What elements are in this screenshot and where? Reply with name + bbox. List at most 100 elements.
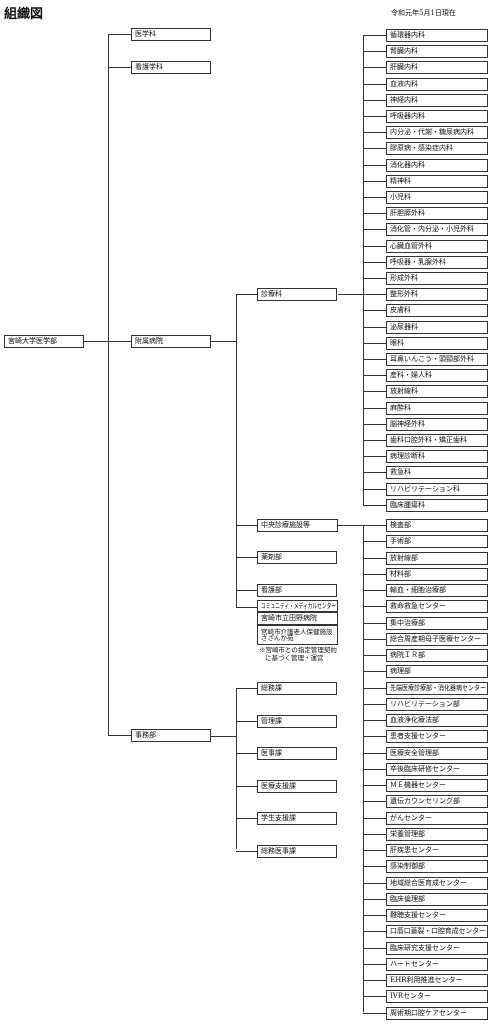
- connector-line: [236, 818, 257, 820]
- clinical-dept-box-17: 皮膚科: [386, 304, 488, 318]
- connector-line: [108, 67, 131, 68]
- central-facility-box-17: 遺伝カウンセリング部: [386, 795, 488, 809]
- clinical-dept-box-12: 消化管・内分泌・小児外科: [386, 223, 488, 237]
- hospital-branch-box-1-label: 中央診療施設等: [261, 521, 310, 529]
- clinical-dept-box-12-label: 消化管・内分泌・小児外科: [390, 225, 474, 234]
- central-facility-box-9: 病理部: [386, 665, 488, 679]
- admin-section-box-2-label: 医事課: [261, 749, 282, 758]
- clinical-dept-box-16-label: 整形外科: [390, 290, 418, 299]
- central-facility-box-28-label: EHR利用推進センター: [390, 976, 463, 984]
- admin-section-box-1: 管理課: [257, 714, 337, 728]
- connector-line: [363, 882, 386, 884]
- clinical-dept-box-6: 内分泌・代謝・糖尿病内科: [386, 126, 488, 140]
- central-facility-box-10-label: 先端医療診療部・消化器病センター: [390, 683, 486, 692]
- central-facility-box-12-label: 血液浄化療法部: [390, 716, 439, 724]
- central-facility-box-2-label: 放射線部: [390, 553, 418, 562]
- connector-line: [363, 375, 386, 377]
- connector-line: [363, 310, 386, 312]
- clinical-dept-box-7-label: 膠原病・感染症内科: [390, 144, 453, 153]
- connector-line: [363, 180, 386, 182]
- central-facility-box-8: 病院ＩＲ部: [386, 649, 488, 662]
- connector-line: [236, 607, 257, 608]
- clinical-dept-box-16: 整形外科: [386, 288, 488, 302]
- clinical-dept-box-14: 呼吸器・乳腺外科: [386, 255, 488, 269]
- connector-line: [363, 638, 386, 640]
- clinical-dept-box-1-label: 腎臓内科: [390, 47, 418, 56]
- connector-line: [363, 736, 386, 738]
- clinical-dept-box-6-label: 内分泌・代謝・糖尿病内科: [390, 128, 474, 137]
- care-facility-line-0: 宮崎市介護老人保健施設: [261, 627, 333, 636]
- clinical-dept-box-10-label: 小児科: [390, 193, 411, 201]
- connector-line: [363, 294, 386, 296]
- connector-line: [363, 703, 386, 705]
- admin-section-box-0-label: 総務課: [261, 684, 282, 692]
- clinical-dept-box-21: 産科・婦人科: [386, 369, 488, 383]
- admin-section-box-3-label: 医療支援課: [261, 781, 296, 790]
- clinical-dept-box-10: 小児科: [386, 191, 488, 204]
- central-facility-box-26: 臨床研究支援センター: [386, 941, 488, 955]
- central-facility-box-30-label: 周術期口腔ケアセンター: [390, 1008, 467, 1017]
- connector-line: [363, 229, 386, 231]
- clinical-dept-box-11: 肝胆膵外科: [386, 207, 488, 221]
- clinical-dept-box-27: 救急科: [386, 466, 488, 480]
- clinical-dept-box-19-label: 眼科: [390, 338, 404, 347]
- clinical-dept-box-3-label: 血液内科: [390, 79, 418, 88]
- connector-line: [363, 83, 386, 85]
- clinical-dept-box-4-label: 神経内科: [390, 95, 418, 104]
- central-trunk: [363, 525, 364, 1012]
- connector-line: [363, 590, 386, 591]
- central-facility-box-0-label: 検査部: [390, 521, 411, 529]
- connector-line: [363, 407, 386, 409]
- central-facility-box-18-label: がんセンター: [390, 813, 432, 822]
- clinical-dept-box-27-label: 救急科: [390, 468, 411, 477]
- connector-line: [363, 391, 386, 393]
- level1-box-2: 附属病院: [131, 335, 211, 348]
- connector-line: [363, 440, 386, 441]
- clinical-dept-box-8-label: 消化器内科: [390, 160, 425, 169]
- connector-line: [363, 148, 386, 150]
- connector-line: [363, 817, 386, 819]
- connector-line: [363, 35, 386, 36]
- connector-line: [363, 472, 386, 474]
- central-facility-box-20-label: 肝疾患センター: [390, 846, 439, 854]
- central-facility-box-14: 医療安全管理部: [386, 746, 488, 760]
- connector-line: [108, 34, 131, 35]
- level1-box-0-label: 医学科: [135, 30, 156, 38]
- central-facility-box-1-label: 手術部: [390, 537, 411, 546]
- level1-box-2-label: 附属病院: [135, 337, 163, 345]
- clinical-dept-box-19: 眼科: [386, 336, 488, 350]
- connector-line: [236, 294, 257, 295]
- clinical-dept-box-20: 耳鼻いんこう・頭頸部外科: [386, 353, 488, 366]
- clinical-dept-box-7: 膠原病・感染症内科: [386, 142, 488, 156]
- clinical-dept-box-22-label: 放射線科: [390, 387, 418, 396]
- central-facility-box-10: 先端医療診療部・消化器病センター: [386, 681, 488, 695]
- hospital-trunk: [236, 294, 237, 608]
- clinical-dept-box-1: 腎臓内科: [386, 45, 488, 59]
- connector-line: [363, 687, 386, 689]
- connector-line: [363, 326, 386, 328]
- clinical-dept-box-8: 消化器内科: [386, 158, 488, 172]
- care-facility-box: 宮崎市介護老人保健施設さざんか苑: [257, 625, 338, 645]
- connector-line: [363, 850, 386, 851]
- hospital-branch-box-0-label: 診療科: [261, 290, 282, 298]
- central-facility-box-28: EHR利用推進センター: [386, 974, 488, 987]
- central-facility-box-4: 輸血・細胞治療部: [386, 584, 488, 597]
- connector-line: [363, 488, 386, 490]
- central-facility-box-29-label: IVRセンター: [390, 992, 432, 1001]
- connector-line: [363, 359, 386, 360]
- admin-section-box-4: 学生支援課: [257, 812, 337, 826]
- connector-line: [363, 197, 386, 198]
- connector-line: [363, 525, 386, 526]
- connector-line: [236, 851, 257, 852]
- clinical-dept-box-28-label: リハビリテーション科: [390, 484, 460, 493]
- central-facility-box-25: 口唇口蓋裂・口腔育成センター: [386, 925, 488, 939]
- community-center-header-label: コミュニティ・メディカルセンター: [261, 601, 337, 610]
- chart-title: 組織図: [4, 7, 44, 22]
- clinical-dept-box-0-label: 循環器内科: [390, 31, 425, 39]
- connector-line: [363, 622, 386, 624]
- connector-line: [363, 342, 386, 344]
- central-facility-box-9-label: 病理部: [390, 667, 411, 676]
- connector-line: [363, 768, 386, 770]
- clinical-dept-box-2-label: 肝臓内科: [390, 63, 418, 72]
- connector-line: [236, 785, 257, 787]
